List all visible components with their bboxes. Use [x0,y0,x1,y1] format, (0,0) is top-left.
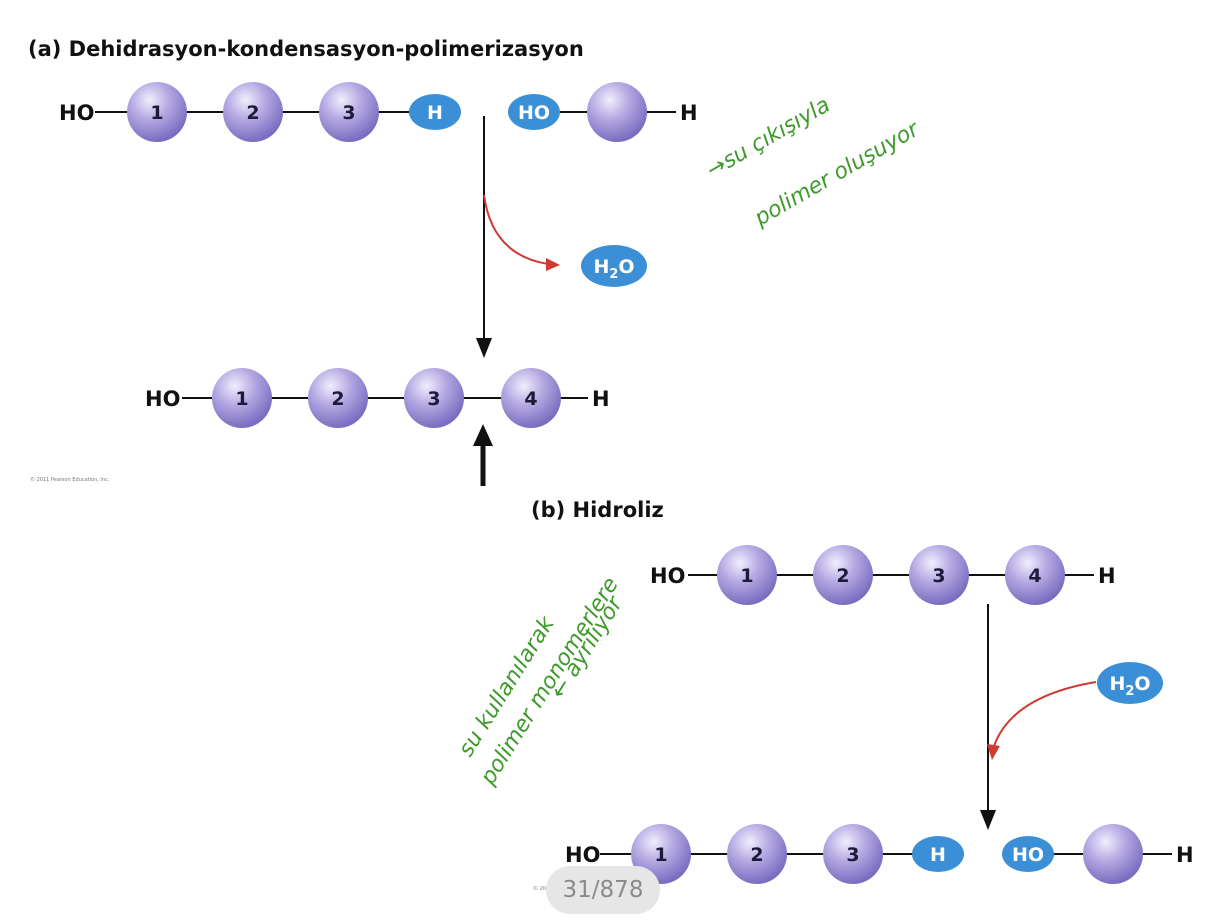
monomer-1-label: 1 [654,844,667,866]
monomer-1-label: 1 [150,102,163,124]
panel-b-reaction-arrow [980,604,1097,830]
monomer-2 [813,545,873,605]
h-end-label: H [680,101,698,125]
monomer-4-label: 4 [1028,565,1041,587]
panel-b-top-chain: HO 1 2 3 4 H [650,545,1116,605]
monomer-2-label: 2 [246,102,259,124]
panel-a-incoming-monomer: HO H [508,82,698,142]
monomer-3 [909,545,969,605]
h-chip [409,94,461,130]
water-label: H2O [1109,673,1150,699]
monomer-2 [308,368,368,428]
monomer-new [587,82,647,142]
monomer-1-label: 1 [235,388,248,410]
monomer-4 [1005,545,1065,605]
monomer-released [1083,824,1143,884]
monomer-3 [319,82,379,142]
water-chip [1097,662,1163,704]
h-chip-label: H [930,844,946,866]
ho-label: HO [145,387,180,411]
monomer-4-label: 4 [524,388,537,410]
panel-a-product-chain: HO 1 2 3 4 H [145,368,610,428]
monomer-1 [717,545,777,605]
h-end-label: H [1098,564,1116,588]
h-end-label: H [1176,843,1194,867]
panel-a-reaction-arrow [476,116,560,358]
monomer-3-label: 3 [846,844,859,866]
page-counter: 31/878 [546,866,660,914]
monomer-2-label: 2 [836,565,849,587]
panel-a-title: (a) Dehidrasyon-kondensasyon-polimerizas… [28,37,584,61]
panel-b-title: (b) Hidroliz [531,498,664,522]
handwriting-a-line1: →su çıkışıyla [703,92,835,183]
handwriting-a: →su çıkışıyla polimer oluşuyor [703,92,925,231]
panel-a-water-released: H2O [581,245,647,287]
monomer-1 [212,368,272,428]
new-bond-arrow [473,424,493,486]
monomer-1-label: 1 [740,565,753,587]
ho-chip-label: HO [1012,844,1044,866]
ho-chip [508,94,560,130]
panel-b-product-chain: HO 1 2 3 H [565,824,964,884]
h-end-label: H [592,387,610,411]
monomer-3 [404,368,464,428]
monomer-2 [727,824,787,884]
monomer-3-label: 3 [427,388,440,410]
monomer-2-label: 2 [331,388,344,410]
water-chip [581,245,647,287]
panel-a-top-chain: HO 1 2 3 H [59,82,461,142]
h-chip [912,836,964,872]
monomer-4 [501,368,561,428]
monomer-2 [223,82,283,142]
ho-label: HO [650,564,685,588]
monomer-3 [823,824,883,884]
monomer-3-label: 3 [342,102,355,124]
ho-chip-label: HO [518,102,550,124]
h-chip-label: H [427,102,443,124]
monomer-1 [127,82,187,142]
ho-chip [1002,836,1054,872]
ho-label: HO [565,843,600,867]
copyright-a: © 2011 Pearson Education, Inc. [30,476,110,483]
handwriting-b: su kullanılarak polimer monomerlere ← ay… [454,573,629,790]
panel-b-water-added: H2O [1097,662,1163,704]
monomer-2-label: 2 [750,844,763,866]
ho-label: HO [59,101,94,125]
water-label: H2O [593,256,634,282]
monomer-3-label: 3 [932,565,945,587]
panel-b-released-monomer: HO H [1002,824,1194,884]
